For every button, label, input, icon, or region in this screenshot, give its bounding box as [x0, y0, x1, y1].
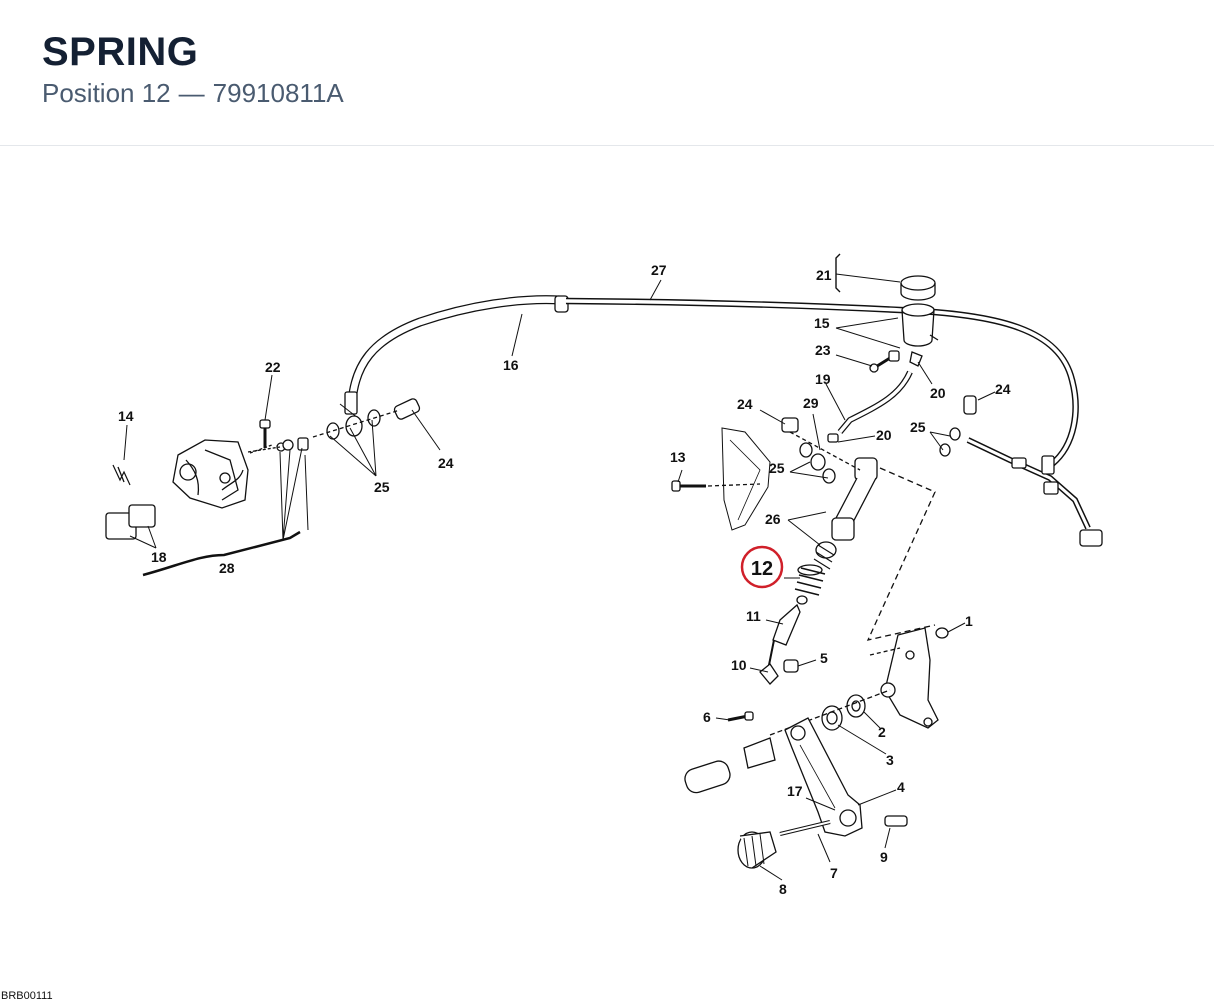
callout-label: 8	[779, 881, 787, 897]
callout-label: 5	[820, 650, 828, 666]
caliper-bolt	[249, 419, 273, 454]
callout-label: 10	[731, 657, 747, 673]
banjo-fittings-left	[312, 398, 421, 440]
callout-label: 24	[438, 455, 454, 471]
mounting-bolt	[671, 480, 761, 492]
part-number: 79910811A	[212, 78, 344, 108]
callout-label: 23	[815, 342, 831, 358]
callout-label: 24	[995, 381, 1011, 397]
brake-caliper	[172, 439, 249, 509]
callout-label: 2	[878, 724, 886, 740]
fluid-reservoir	[900, 275, 939, 347]
callout-label: 3	[886, 752, 894, 768]
callout-label: 20	[930, 385, 946, 401]
leader-lines	[123, 253, 996, 881]
pushrod	[759, 595, 808, 685]
highlight-ring	[740, 545, 784, 589]
highlighted-callout-label: 12	[751, 558, 773, 580]
hose-end-right	[939, 395, 1103, 547]
reservoir-bracket	[869, 350, 923, 373]
callout-label: 25	[769, 460, 785, 476]
pedal-tip-rubber	[737, 831, 777, 869]
callout-label: 4	[897, 779, 905, 795]
callout-label: 21	[816, 267, 832, 283]
page-subtitle: Position 12—79910811A	[42, 78, 344, 109]
page-title: SPRING	[42, 30, 199, 74]
callout-label: 17	[787, 783, 803, 799]
reservoir-hose	[827, 370, 913, 443]
callout-label: 11	[746, 608, 761, 624]
pedal-bolt	[727, 711, 754, 722]
callout-label: 25	[374, 479, 390, 495]
callout-label: 7	[830, 865, 838, 881]
callout-label: 25	[910, 419, 926, 435]
pivot-bushings	[769, 689, 891, 736]
callout-label: 28	[219, 560, 235, 576]
callout-label: 9	[880, 849, 888, 865]
callout-label: 1	[965, 613, 973, 629]
bleed-parts	[247, 437, 309, 453]
banjo-fittings-center	[781, 417, 861, 484]
footrest-bracket	[869, 627, 949, 729]
callout-label: 16	[503, 357, 519, 373]
callout-label: 15	[814, 315, 830, 331]
callout-label: 26	[765, 511, 781, 527]
callout-label: 13	[670, 449, 686, 465]
cylinder-bracket-plate	[721, 427, 771, 531]
callout-label: 22	[265, 359, 281, 375]
callout-labels: 1 2 3 4 5 6 7 8 9 10 11 13 14 15 16 17 1…	[118, 262, 1011, 897]
callout-label: 29	[803, 395, 819, 411]
brake-pedal-lever	[784, 717, 863, 837]
spring	[794, 564, 826, 596]
page-header: SPRING Position 12—79910811A	[0, 0, 1214, 146]
callout-label: 14	[118, 408, 134, 424]
footpeg	[684, 737, 776, 794]
highlighted-callout[interactable]: 12	[740, 545, 784, 589]
brake-hose	[339, 295, 1079, 467]
callout-label: 6	[703, 709, 711, 725]
callout-label: 27	[651, 262, 667, 278]
position-label: Position 12	[42, 78, 171, 108]
callout-label: 24	[737, 396, 753, 412]
callout-label: 19	[815, 371, 831, 387]
callout-label: 18	[151, 549, 167, 565]
assembly-guide-line	[866, 467, 936, 641]
callout-label: 20	[876, 427, 892, 443]
pedal-pin	[779, 815, 908, 836]
diagram-code: BRB00111	[1, 990, 53, 1002]
brake-pads	[105, 464, 156, 540]
master-cylinder	[813, 457, 878, 570]
subtitle-separator: —	[178, 78, 205, 108]
